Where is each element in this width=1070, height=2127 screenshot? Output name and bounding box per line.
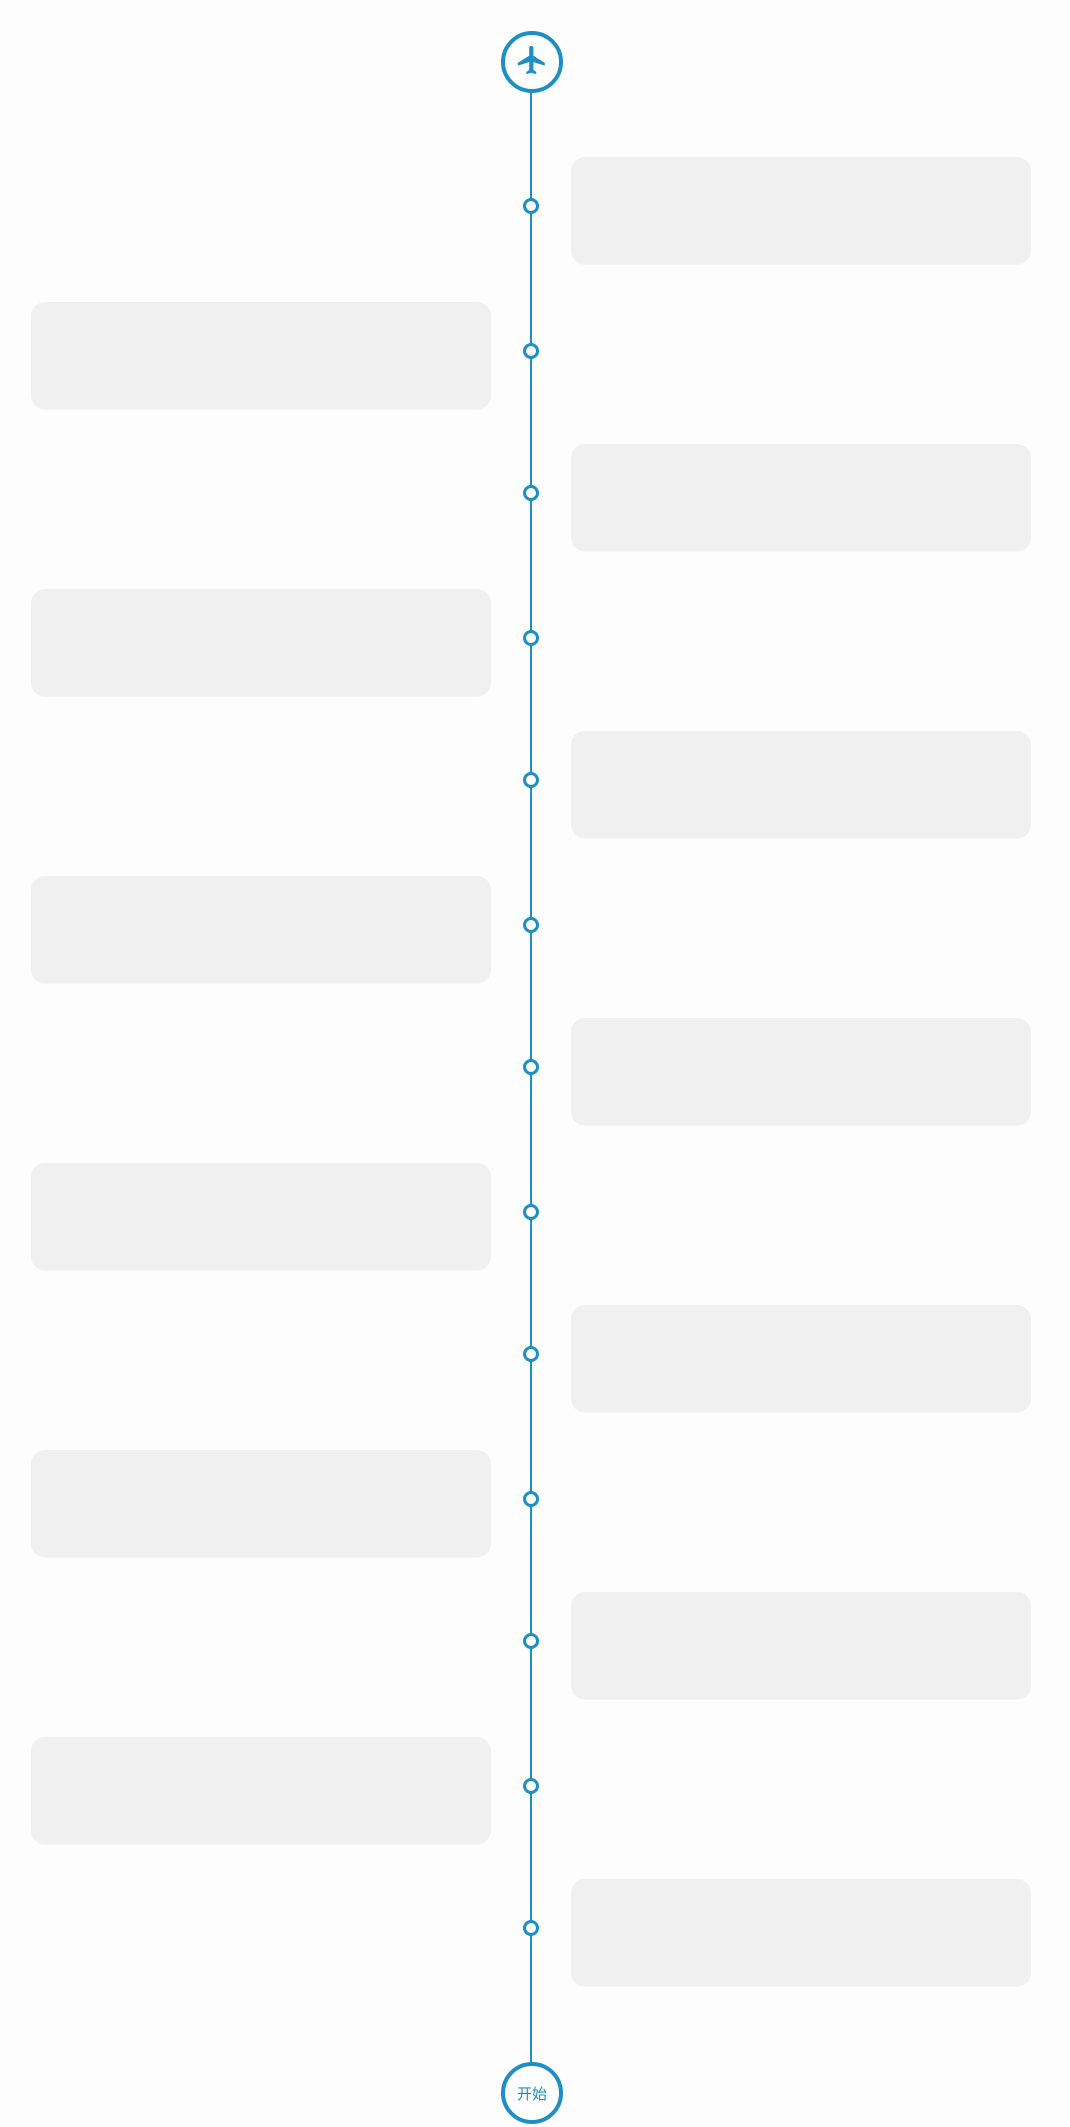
timeline-node	[523, 1491, 539, 1507]
timeline-card[interactable]	[571, 1879, 1031, 1986]
timeline-card[interactable]	[31, 876, 491, 983]
timeline-top-marker	[501, 31, 563, 93]
timeline-node	[523, 772, 539, 788]
timeline-node	[523, 917, 539, 933]
timeline-node	[523, 1778, 539, 1794]
timeline-card[interactable]	[571, 731, 1031, 838]
timeline-card[interactable]	[31, 589, 491, 696]
timeline-card[interactable]	[571, 1305, 1031, 1412]
timeline-card[interactable]	[31, 1737, 491, 1844]
timeline-card[interactable]	[571, 157, 1031, 264]
timeline-card[interactable]	[31, 302, 491, 409]
timeline-card[interactable]	[31, 1163, 491, 1270]
airplane-icon	[515, 43, 549, 82]
start-label: 开始	[516, 2084, 547, 2103]
timeline-start-marker: 开始	[501, 2062, 563, 2124]
timeline-node	[523, 1346, 539, 1362]
timeline-node	[523, 630, 539, 646]
timeline-card[interactable]	[571, 444, 1031, 551]
timeline-node	[523, 485, 539, 501]
timeline-node	[523, 1633, 539, 1649]
timeline-node	[523, 198, 539, 214]
timeline-card[interactable]	[571, 1592, 1031, 1699]
timeline-node	[523, 1920, 539, 1936]
timeline-node	[523, 343, 539, 359]
timeline-card[interactable]	[571, 1018, 1031, 1125]
timeline-axis-line	[530, 88, 532, 2063]
timeline-node	[523, 1059, 539, 1075]
timeline-card[interactable]	[31, 1450, 491, 1557]
timeline-node	[523, 1204, 539, 1220]
